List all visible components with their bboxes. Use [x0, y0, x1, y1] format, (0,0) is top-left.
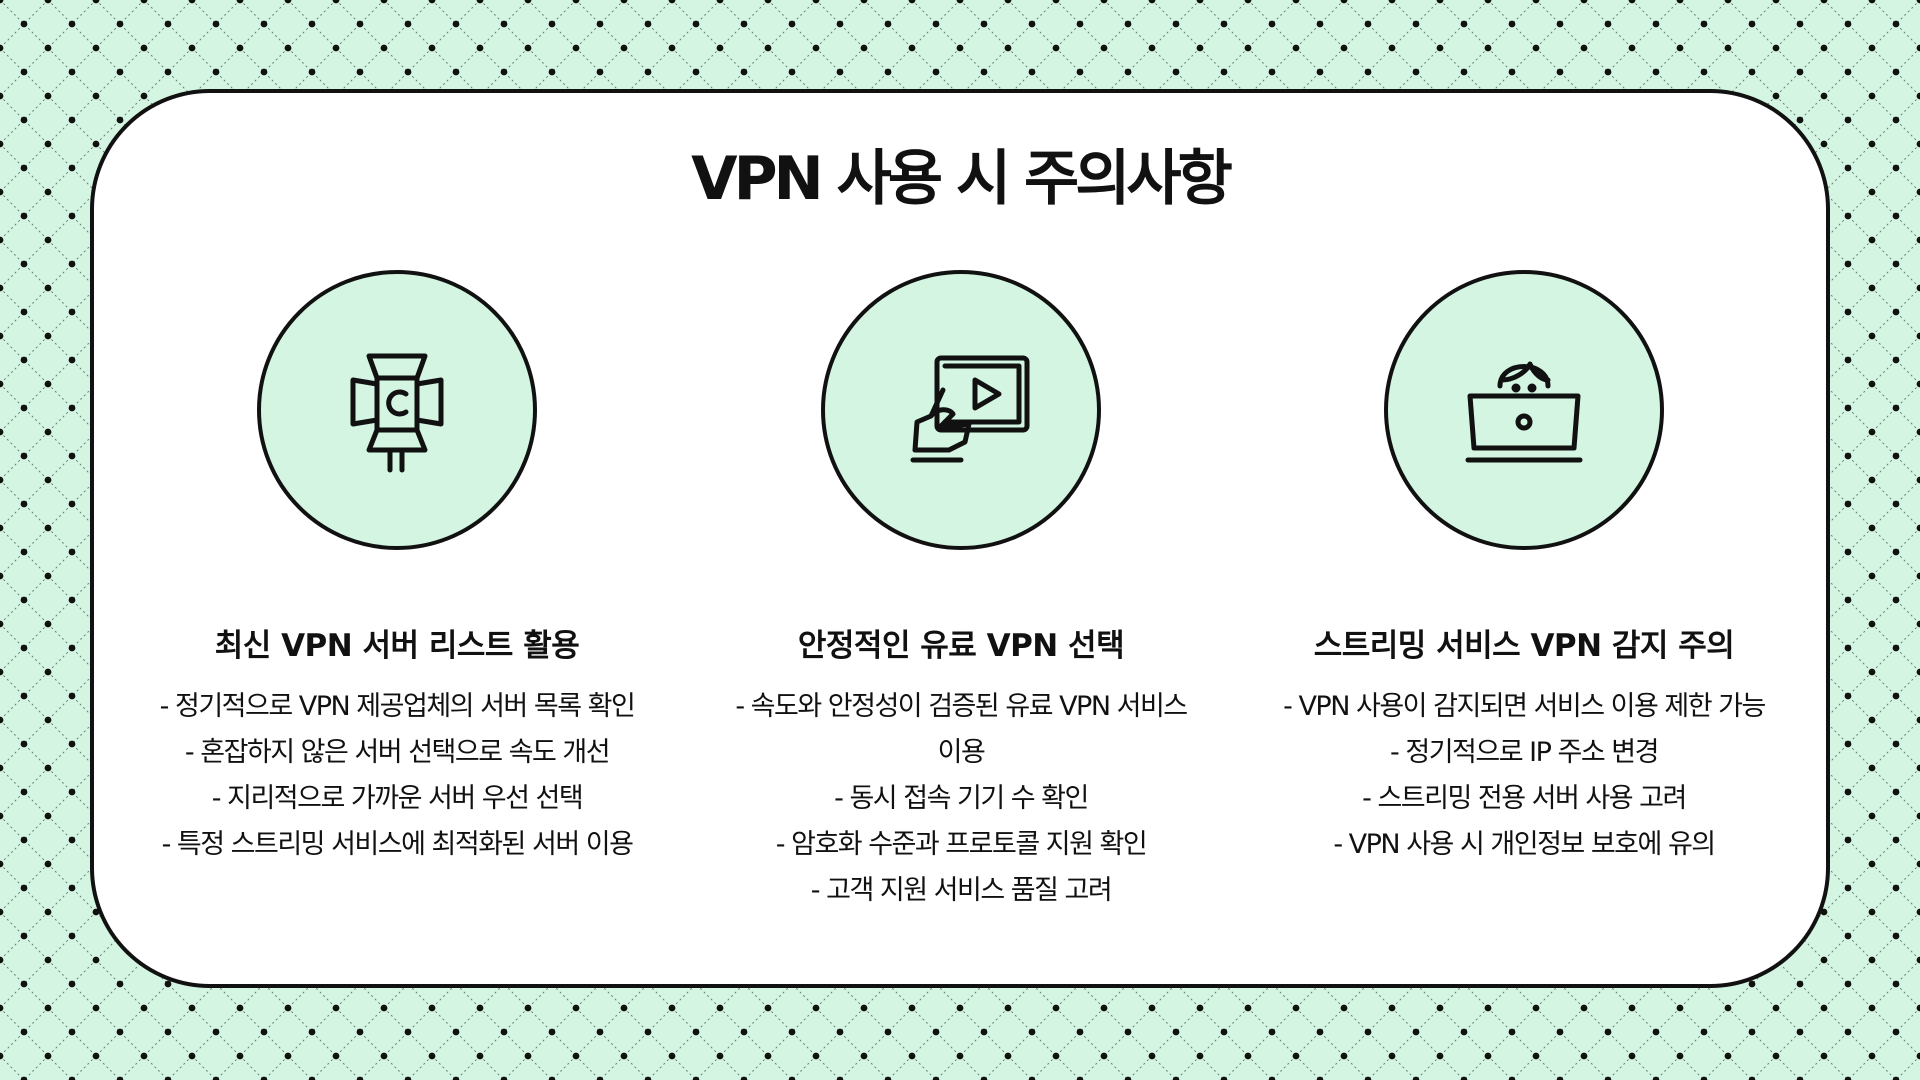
stage-spotlight-icon: [350, 353, 444, 473]
tip-column-streaming-detection: 스트리밍 서비스 VPN 감지 주의 - VPN 사용이 감지되면 서비스 이용…: [1244, 270, 1804, 868]
list-item: - VPN 사용 시 개인정보 보호에 유의: [1333, 829, 1716, 860]
tip-list: - 정기적으로 VPN 제공업체의 서버 목록 확인 - 혼잡하지 않은 서버 …: [127, 684, 667, 868]
list-item: - 스트리밍 전용 서버 사용 고려: [1362, 783, 1687, 814]
list-item: - 암호화 수준과 프로토콜 지원 확인: [775, 829, 1148, 860]
list-item: - 특정 스트리밍 서비스에 최적화된 서버 이용: [161, 829, 634, 860]
person-at-laptop-icon: [1465, 361, 1583, 463]
list-item: - 동시 접속 기기 수 확인: [834, 783, 1089, 814]
list-item: - 지리적으로 가까운 서버 우선 선택: [211, 783, 584, 814]
list-item: - 정기적으로 VPN 제공업체의 서버 목록 확인: [159, 691, 636, 722]
icon-circle: [1384, 270, 1664, 550]
list-item: - 혼잡하지 않은 서버 선택으로 속도 개선: [184, 737, 611, 768]
hand-holding-video-tablet-icon: [910, 355, 1030, 463]
tip-list: - 속도와 안정성이 검증된 유료 VPN 서비스 이용 - 동시 접속 기기 …: [726, 684, 1196, 914]
icon-circle: [257, 270, 537, 550]
icon-circle: [821, 270, 1101, 550]
tip-heading: 안정적인 유료 VPN 선택: [797, 628, 1125, 664]
tip-column-paid-vpn: 안정적인 유료 VPN 선택 - 속도와 안정성이 검증된 유료 VPN 서비스…: [681, 270, 1241, 914]
tip-heading: 최신 VPN 서버 리스트 활용: [214, 628, 580, 664]
list-item: - VPN 사용이 감지되면 서비스 이용 제한 가능: [1283, 691, 1766, 722]
page-title: VPN 사용 시 주의사항: [691, 144, 1233, 214]
tip-heading: 스트리밍 서비스 VPN 감지 주의: [1313, 628, 1735, 664]
tip-column-server-list: 최신 VPN 서버 리스트 활용 - 정기적으로 VPN 제공업체의 서버 목록…: [117, 270, 677, 868]
list-item: - 속도와 안정성이 검증된 유료 VPN 서비스 이용: [735, 691, 1188, 768]
list-item: - 정기적으로 IP 주소 변경: [1390, 737, 1659, 768]
list-item: - 고객 지원 서비스 품질 고려: [810, 875, 1113, 906]
tip-list: - VPN 사용이 감지되면 서비스 이용 제한 가능 - 정기적으로 IP 주…: [1274, 684, 1774, 868]
